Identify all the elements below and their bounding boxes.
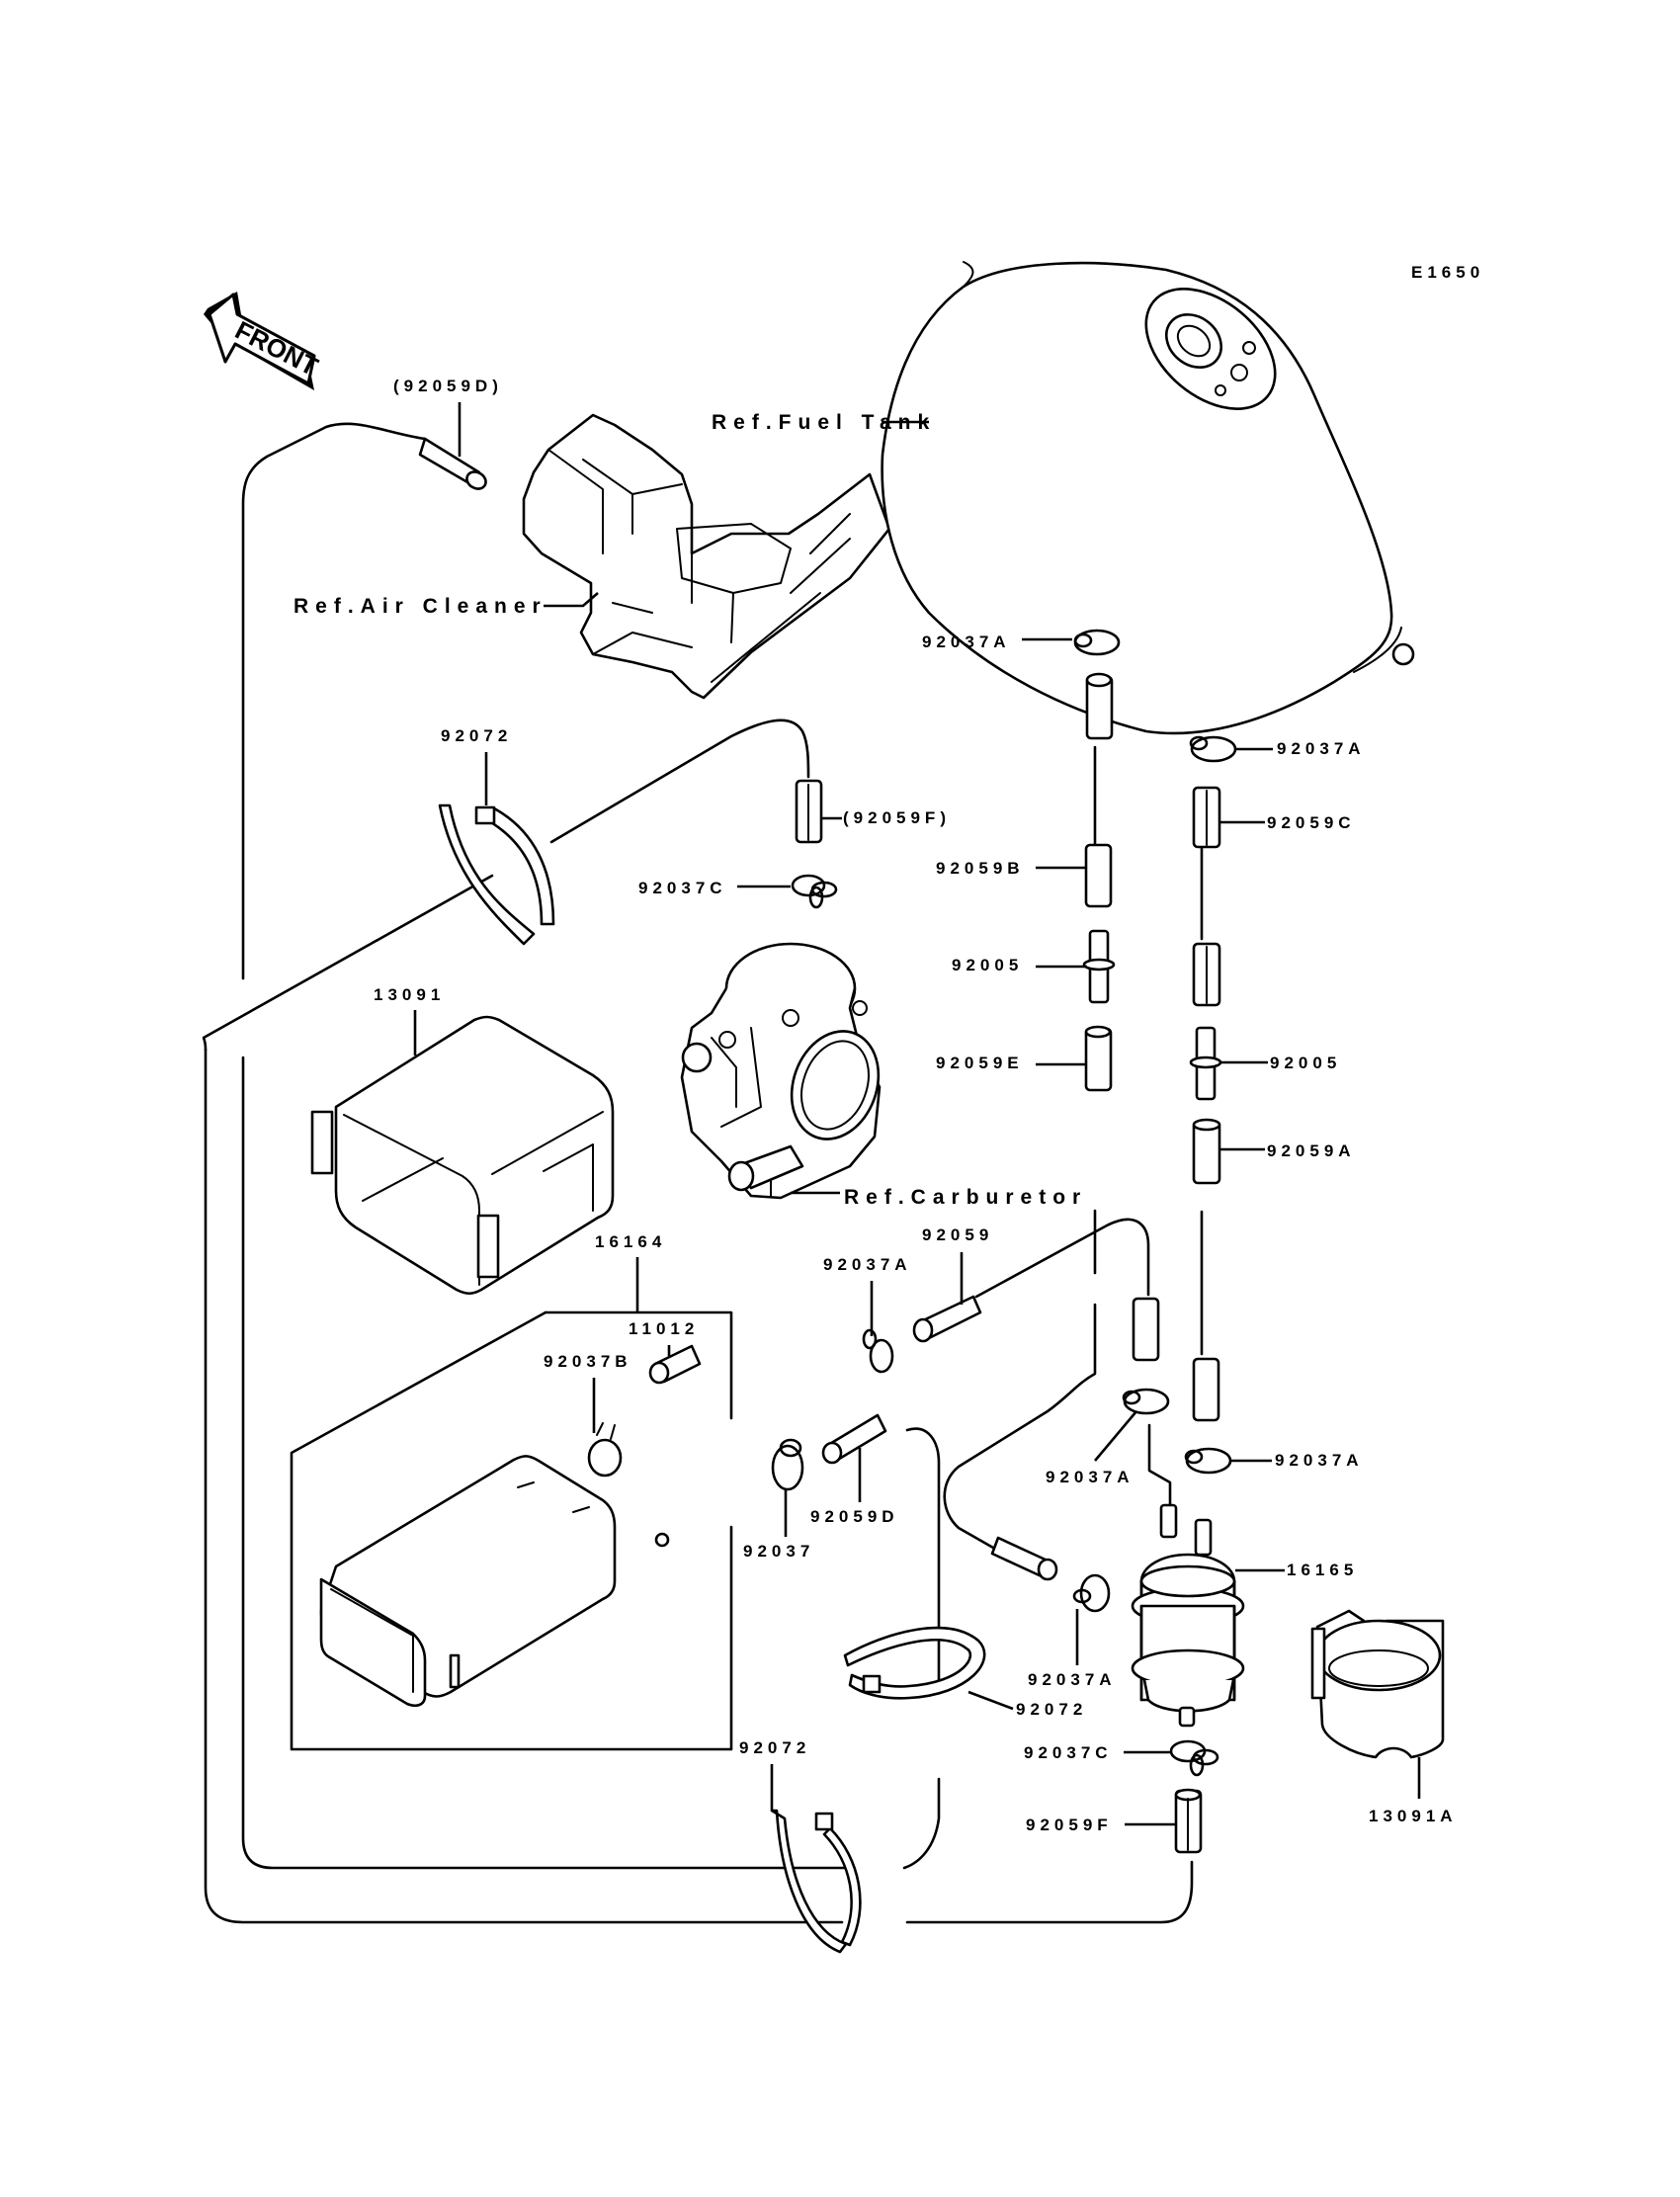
clamp-92037-icon bbox=[771, 1438, 804, 1491]
fuel-filter-16165-illustration bbox=[1131, 1503, 1245, 1728]
callout-16164: 16164 bbox=[595, 1232, 666, 1251]
hose-piece-icon bbox=[1085, 672, 1114, 740]
air-cleaner-illustration: Ref.Air Cleaner bbox=[294, 413, 891, 700]
ref-fuel-tank-label: Ref.Fuel Tank bbox=[712, 411, 936, 434]
callout-92059: 92059 bbox=[922, 1225, 993, 1244]
callout-11012: 11012 bbox=[629, 1319, 699, 1338]
fitting-92005-icon bbox=[1082, 929, 1116, 1004]
callout-92059f-lower: 92059F bbox=[1026, 1816, 1113, 1834]
callout-92037c-upper: 92037C bbox=[638, 879, 727, 897]
carburetor-illustration: Ref.Carburetor bbox=[680, 942, 1087, 1209]
clamp-92037a-icon bbox=[1073, 629, 1121, 656]
callout-92072-lower: 92072 bbox=[739, 1738, 810, 1757]
cover-13091-illustration bbox=[310, 1015, 615, 1296]
callout-13091: 13091 bbox=[374, 985, 445, 1004]
clamp-92037a-icon bbox=[1072, 1573, 1111, 1613]
callout-92037a-1: 92037A bbox=[922, 633, 1011, 651]
callout-92005-left: 92005 bbox=[952, 956, 1023, 974]
hose-92059b-icon bbox=[1084, 843, 1113, 908]
callout-92059c: 92059C bbox=[1267, 813, 1356, 832]
hose-92059-icon bbox=[912, 1295, 982, 1343]
fuel-tank-illustration: Ref.Fuel Tank bbox=[712, 261, 1415, 735]
ref-carburetor-label: Ref.Carburetor bbox=[844, 1186, 1087, 1209]
fitting-92005-icon bbox=[1189, 1026, 1222, 1101]
cover-13091a-illustration bbox=[1310, 1609, 1445, 1759]
hose-92059d-lower-icon bbox=[821, 1413, 887, 1465]
hose-routing bbox=[202, 422, 1204, 1924]
clamp-92037a-icon bbox=[1122, 1388, 1170, 1415]
clamp-92037c-icon bbox=[791, 874, 838, 909]
hose-92059a-icon bbox=[1192, 1118, 1221, 1185]
canister-16164-group bbox=[290, 1310, 733, 1751]
callout-92059e: 92059E bbox=[936, 1054, 1024, 1072]
diagram-code: E1650 bbox=[1411, 263, 1484, 282]
callout-92037a-6: 92037A bbox=[1028, 1670, 1117, 1689]
callout-92072-upper: 92072 bbox=[441, 726, 512, 745]
hose-piece-icon bbox=[1192, 942, 1221, 1007]
callout-92037: 92037 bbox=[743, 1542, 814, 1561]
hose-92059f-lower-icon bbox=[1174, 1788, 1203, 1854]
hose-11012-icon bbox=[648, 1344, 702, 1385]
callout-92005-right: 92005 bbox=[1270, 1054, 1341, 1072]
hose-piece-icon bbox=[990, 1536, 1058, 1581]
callout-92037a-5: 92037A bbox=[1275, 1451, 1364, 1470]
callout-92037a-4: 92037A bbox=[1046, 1468, 1134, 1486]
callout-92059d-top: (92059D) bbox=[393, 377, 503, 395]
hose-92059d-top-icon bbox=[418, 437, 487, 490]
clamp-92037a-icon bbox=[1189, 735, 1237, 763]
hose-92059f-top-icon bbox=[795, 779, 823, 844]
tie-band-92072-icon bbox=[438, 803, 555, 946]
hose-92059c-icon bbox=[1192, 786, 1221, 849]
clamp-92037a-icon bbox=[1184, 1447, 1232, 1475]
callout-92059a: 92059A bbox=[1267, 1141, 1356, 1160]
tie-band-92072-icon bbox=[770, 1809, 862, 1954]
callout-92037c-lower: 92037C bbox=[1024, 1743, 1113, 1762]
front-label: FRONT bbox=[230, 315, 323, 381]
callout-92037b: 92037B bbox=[544, 1352, 632, 1371]
callout-92072-mid: 92072 bbox=[1016, 1700, 1087, 1719]
hose-piece-icon bbox=[1132, 1297, 1160, 1362]
front-arrow-icon: FRONT bbox=[204, 292, 323, 390]
hose-92059e-icon bbox=[1084, 1025, 1113, 1092]
callout-92037a-3: 92037A bbox=[823, 1255, 912, 1274]
callout-92059d-lower: 92059D bbox=[810, 1507, 899, 1526]
callout-16165: 16165 bbox=[1287, 1561, 1358, 1579]
clamp-92037c-icon bbox=[1169, 1739, 1219, 1777]
hose-piece-icon bbox=[1192, 1357, 1220, 1422]
callout-92059b: 92059B bbox=[936, 859, 1025, 878]
callout-13091a: 13091A bbox=[1369, 1807, 1458, 1825]
ref-air-cleaner-label: Ref.Air Cleaner bbox=[294, 595, 547, 618]
tie-band-92072-icon bbox=[843, 1626, 986, 1700]
canister-illustration bbox=[319, 1455, 670, 1708]
clamp-92037b-icon bbox=[587, 1422, 623, 1478]
callout-92037a-2: 92037A bbox=[1277, 739, 1366, 758]
callout-92059f-top: (92059F) bbox=[843, 808, 951, 827]
clamp-92037a-icon bbox=[862, 1328, 894, 1374]
